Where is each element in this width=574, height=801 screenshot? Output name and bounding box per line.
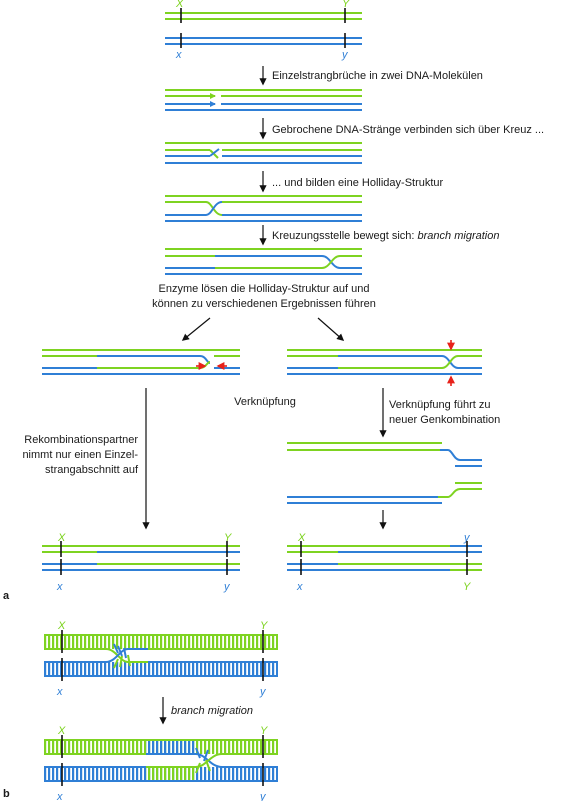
left-resolution-cut	[42, 349, 240, 375]
right-caption: Verknüpfung führt zu neuer Genkombinatio…	[389, 399, 500, 426]
panel-b-Y-2: Y	[260, 725, 268, 737]
marker-X: X	[175, 0, 184, 10]
right-result-x: x	[296, 581, 303, 593]
svg-text:Kreuzungsstelle bewegt sich: b: Kreuzungsstelle bewegt sich: branch migr…	[272, 230, 499, 242]
right-result: X y x Y	[287, 532, 482, 593]
left-result: X Y x y	[42, 532, 240, 593]
panel-b-x-1: x	[56, 686, 63, 698]
step-3-label: ... und bilden eine Holliday-Struktur	[272, 177, 444, 189]
left-result-y: y	[223, 581, 231, 593]
panel-b-after-migration: X Y x y	[44, 725, 278, 801]
middle-label: Verknüpfung	[234, 396, 296, 408]
panel-b-before-migration: X Y x y	[44, 620, 278, 698]
left-caption-line-2: nimmt nur einen Einzel-	[22, 449, 138, 461]
step-1-label: Einzelstrangbrüche in zwei DNA-Molekülen	[272, 70, 483, 82]
panel-b-y-1: y	[259, 686, 267, 698]
left-result-Y: Y	[224, 532, 232, 544]
left-caption: Rekombinationspartner nimmt nur einen Ei…	[22, 434, 139, 476]
stage-3-strand-crossover	[165, 142, 362, 164]
panel-label-b: b	[3, 788, 10, 800]
marker-Y: Y	[342, 0, 350, 10]
right-separated-molecules	[287, 442, 482, 504]
step-4-term: branch migration	[418, 230, 500, 242]
marker-x: x	[175, 49, 182, 61]
panel-b-y-2: y	[259, 791, 267, 801]
panel-b-Y-1: Y	[260, 620, 268, 632]
left-result-X: X	[57, 532, 66, 544]
step-4-label: Kreuzungsstelle bewegt sich:	[272, 230, 418, 242]
branch-arrow-left	[181, 317, 211, 341]
right-result-Y: Y	[463, 581, 471, 593]
right-caption-line-2: neuer Genkombination	[389, 414, 500, 426]
step-arrow-1: Einzelstrangbrüche in zwei DNA-Molekülen	[259, 66, 483, 86]
stage-2-single-strand-breaks	[165, 89, 362, 111]
step-arrow-2: Gebrochene DNA-Stränge verbinden sich üb…	[259, 118, 544, 140]
step-arrow-4: Kreuzungsstelle bewegt sich: branch migr…	[259, 225, 499, 246]
resolution-line-1: Enzyme lösen die Holliday-Struktur auf u…	[159, 283, 370, 295]
right-caption-line-1: Verknüpfung führt zu	[389, 399, 491, 411]
panel-label-a: a	[3, 590, 10, 602]
right-resolution-cut	[287, 340, 482, 386]
panel-b-arrow-label: branch migration	[171, 705, 253, 717]
step-arrow-3: ... und bilden eine Holliday-Struktur	[259, 171, 444, 193]
panel-b-x-2: x	[56, 791, 63, 801]
left-caption-line-3: strangabschnitt auf	[45, 464, 139, 476]
left-caption-line-1: Rekombinationspartner	[24, 434, 138, 446]
stage-4-holliday-structure	[165, 195, 362, 222]
branch-arrow-right	[317, 317, 345, 341]
stage-1-intact-dna: X Y x y	[165, 0, 362, 61]
panel-b-arrow: branch migration	[159, 697, 253, 725]
resolution-text: Enzyme lösen die Holliday-Struktur auf u…	[152, 283, 376, 310]
resolution-line-2: können zu verschiedenen Ergebnissen führ…	[152, 298, 376, 310]
panel-b-X-2: X	[57, 725, 66, 737]
step-2-label: Gebrochene DNA-Stränge verbinden sich üb…	[272, 124, 544, 136]
panel-b-X-1: X	[57, 620, 66, 632]
stage-5-branch-migration	[165, 248, 362, 275]
right-result-X: X	[297, 532, 306, 544]
marker-y: y	[341, 49, 349, 61]
right-result-y: y	[463, 532, 471, 544]
left-result-x: x	[56, 581, 63, 593]
